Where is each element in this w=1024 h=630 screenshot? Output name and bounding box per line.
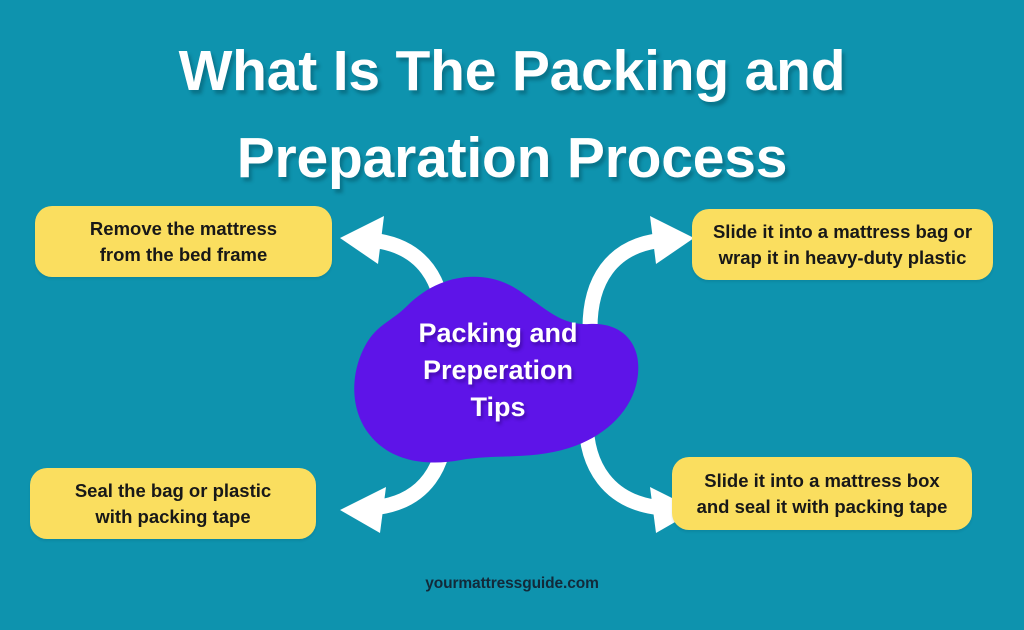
step-box-bottom-right-label: Slide it into a mattress box and seal it… (696, 469, 948, 517)
step-box-top-left[interactable]: Remove the mattress from the bed frame (35, 206, 332, 277)
blob-shape-icon (354, 276, 639, 463)
center-concept-blob: Packing and Preperation Tips (345, 268, 645, 473)
step-box-top-right[interactable]: Slide it into a mattress bag or wrap it … (692, 209, 993, 280)
footer-website-url: yourmattressguide.com (425, 575, 599, 592)
step-box-bottom-right[interactable]: Slide it into a mattress box and seal it… (672, 457, 972, 530)
page-title: What Is The Packing and Preparation Proc… (178, 39, 846, 190)
step-box-bottom-left-label: Seal the bag or plastic with packing tap… (74, 479, 272, 527)
curved-arrow-up-right-icon (582, 216, 694, 336)
step-box-top-right-label: Slide it into a mattress bag or wrap it … (712, 220, 973, 268)
center-concept-label: Packing and Preperation Tips (418, 317, 578, 423)
step-box-bottom-left[interactable]: Seal the bag or plastic with packing tap… (30, 468, 316, 539)
step-box-top-left-label: Remove the mattress from the bed frame (89, 217, 278, 265)
